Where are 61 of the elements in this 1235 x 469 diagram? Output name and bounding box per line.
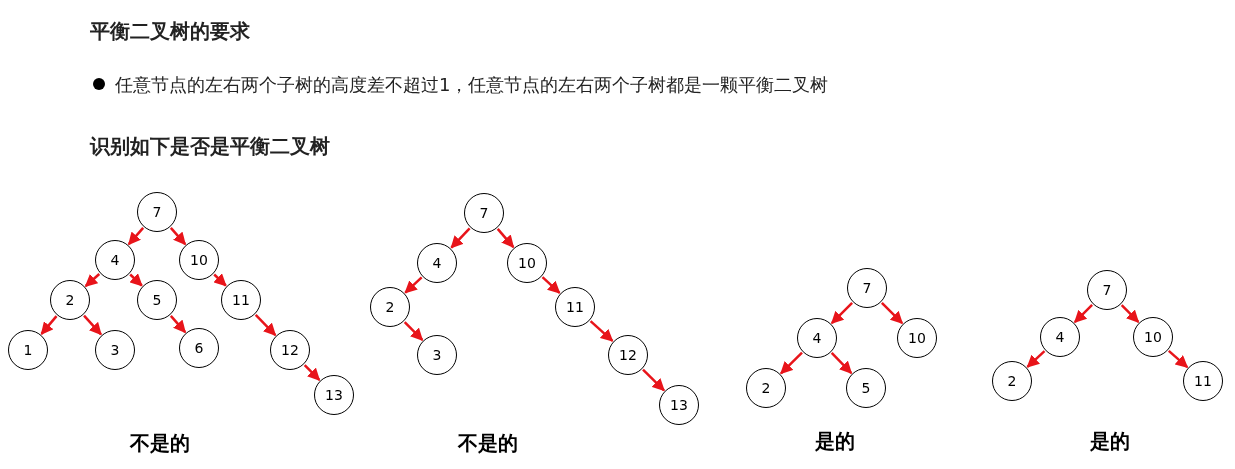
arrow [169, 314, 187, 334]
caption: 是的 [815, 428, 855, 455]
tree-node: 3 [95, 330, 135, 370]
tree-node: 13 [314, 375, 354, 415]
arrow [213, 273, 227, 287]
tree-node: 10 [1133, 317, 1173, 357]
arrow [127, 226, 145, 246]
tree-node: 7 [1087, 270, 1127, 310]
tree-node: 4 [1040, 317, 1080, 357]
caption: 不是的 [458, 430, 518, 457]
tree-node: 5 [137, 280, 177, 320]
arrow [254, 314, 277, 336]
arrow [450, 227, 471, 249]
tree-node: 7 [464, 193, 504, 233]
arrow [83, 314, 102, 336]
tree-node: 10 [507, 243, 547, 283]
caption: 不是的 [130, 430, 190, 457]
tree-node: 11 [221, 280, 261, 320]
arrow [642, 368, 665, 392]
arrow [84, 273, 101, 287]
arrow [780, 351, 803, 375]
tree-node: 3 [417, 335, 457, 375]
arrow [1120, 304, 1140, 323]
tree-node: 7 [847, 268, 887, 308]
tree-node: 4 [95, 240, 135, 280]
arrow [303, 364, 321, 381]
arrow [404, 276, 423, 294]
tree-node: 4 [417, 243, 457, 283]
tree-node: 12 [270, 330, 310, 370]
arrow [129, 273, 143, 287]
tree-node: 11 [555, 287, 595, 327]
tree-node: 4 [797, 318, 837, 358]
arrow [169, 226, 187, 246]
arrow [1167, 349, 1189, 369]
tree-node: 12 [608, 335, 648, 375]
sentence: 任意节点的左右两个子树的高度差不超过1，任意节点的左右两个子树都是一颗平衡二叉树 [115, 73, 829, 97]
arrow [880, 301, 904, 325]
subheading: 识别如下是否是平衡二叉树 [90, 133, 330, 160]
arrow [830, 352, 853, 374]
tree-node: 5 [846, 368, 886, 408]
caption: 是的 [1090, 428, 1130, 455]
arrow [541, 276, 561, 294]
tree-node: 6 [179, 328, 219, 368]
arrow [403, 321, 424, 341]
arrow [830, 301, 854, 325]
tree-node: 7 [137, 192, 177, 232]
tree-node: 2 [50, 280, 90, 320]
arrow [1073, 303, 1094, 324]
arrow [496, 228, 515, 249]
tree-node: 1 [8, 330, 48, 370]
tree-node: 10 [179, 240, 219, 280]
arrow [1026, 350, 1046, 368]
tree-node: 13 [659, 385, 699, 425]
tree-node: 10 [897, 318, 937, 358]
heading: 平衡二叉树的要求 [90, 18, 250, 45]
tree-node: 2 [992, 361, 1032, 401]
arrow [589, 320, 614, 342]
tree-node: 2 [370, 287, 410, 327]
tree-node: 11 [1183, 361, 1223, 401]
tree-node: 2 [746, 368, 786, 408]
arrow [40, 315, 58, 335]
